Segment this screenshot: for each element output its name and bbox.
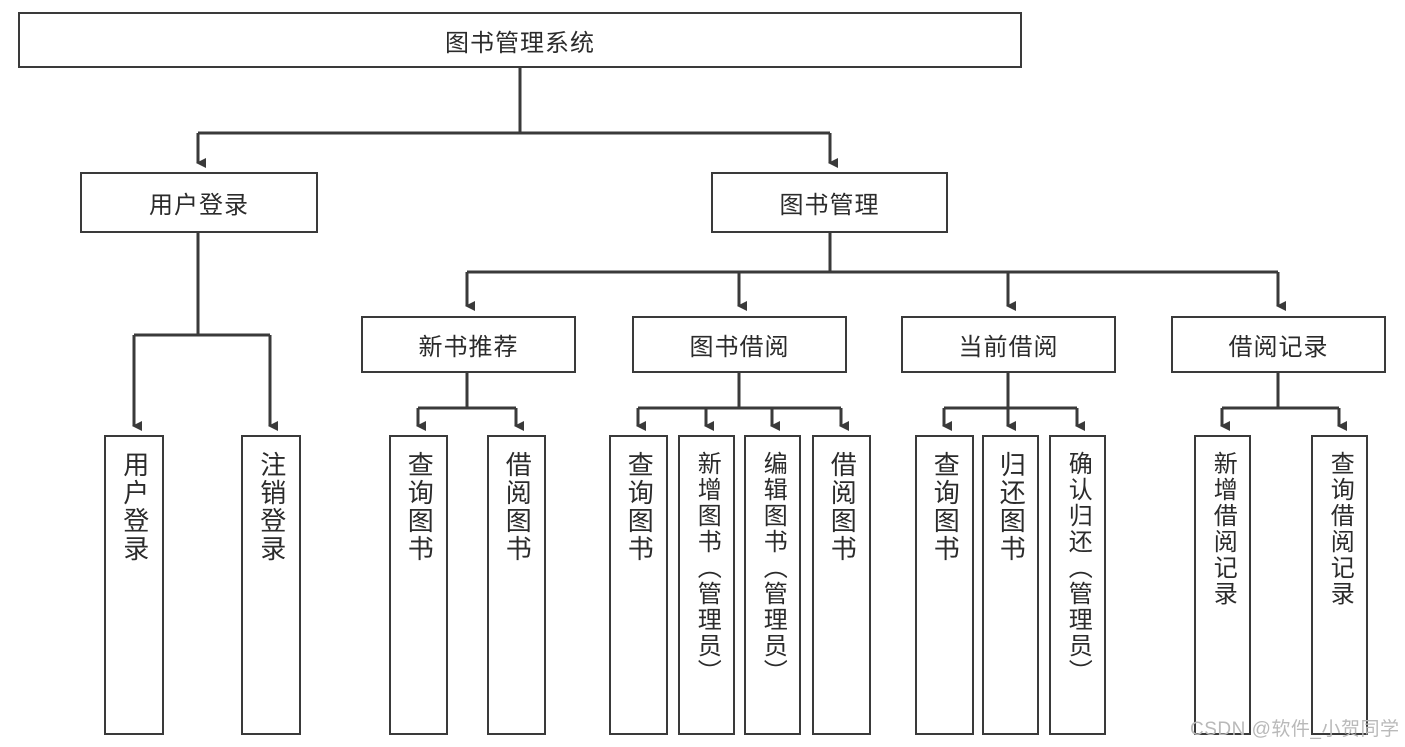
- node-current-borrow-label: 当前借阅: [958, 334, 1059, 361]
- leaf-label: 用户登录: [119, 451, 150, 563]
- leaf-user-login-logout[interactable]: 注销登录: [241, 435, 301, 735]
- leaf-current-query-book[interactable]: 查询图书: [915, 435, 974, 735]
- leaf-borrow-borrow-book[interactable]: 借阅图书: [812, 435, 871, 735]
- node-new-book-recommend[interactable]: 新书推荐: [361, 316, 576, 373]
- leaf-borrow-edit-book[interactable]: 编辑图书（管理员）: [744, 435, 801, 735]
- leaf-label: 查询图书: [624, 451, 655, 563]
- leaf-label: 查询借阅记录: [1326, 451, 1354, 607]
- node-book-borrow[interactable]: 图书借阅: [632, 316, 847, 373]
- leaf-current-confirm-return[interactable]: 确认归还（管理员）: [1049, 435, 1106, 735]
- watermark: CSDN @软件_小贺同学: [1190, 714, 1399, 741]
- leaf-label: 查询图书: [930, 451, 961, 563]
- leaf-record-add[interactable]: 新增借阅记录: [1194, 435, 1251, 735]
- leaf-label: 新增图书（管理员）: [693, 451, 721, 685]
- leaf-borrow-add-book[interactable]: 新增图书（管理员）: [678, 435, 735, 735]
- node-root-label: 图书管理系统: [445, 29, 595, 57]
- leaf-user-login-login[interactable]: 用户登录: [104, 435, 164, 735]
- leaf-new-book-query[interactable]: 查询图书: [389, 435, 448, 735]
- node-book-management-label: 图书管理: [779, 192, 880, 219]
- node-borrow-record[interactable]: 借阅记录: [1171, 316, 1386, 373]
- leaf-label: 归还图书: [996, 451, 1027, 563]
- leaf-borrow-query-book[interactable]: 查询图书: [609, 435, 668, 735]
- leaf-label: 新增借阅记录: [1209, 451, 1237, 607]
- node-root[interactable]: 图书管理系统: [18, 12, 1022, 68]
- leaf-label: 注销登录: [256, 451, 287, 563]
- leaf-label: 借阅图书: [502, 451, 533, 563]
- leaf-label: 借阅图书: [827, 451, 858, 563]
- leaf-record-query[interactable]: 查询借阅记录: [1311, 435, 1368, 735]
- node-current-borrow[interactable]: 当前借阅: [901, 316, 1116, 373]
- leaf-current-return-book[interactable]: 归还图书: [982, 435, 1039, 735]
- node-user-login-label: 用户登录: [149, 192, 249, 219]
- node-user-login[interactable]: 用户登录: [80, 172, 318, 233]
- leaf-new-book-borrow[interactable]: 借阅图书: [487, 435, 546, 735]
- watermark-text: CSDN @软件_小贺同学: [1190, 719, 1400, 740]
- node-book-borrow-label: 图书借阅: [689, 334, 790, 361]
- leaf-label: 查询图书: [404, 451, 435, 563]
- node-new-book-recommend-label: 新书推荐: [418, 334, 519, 361]
- node-borrow-record-label: 借阅记录: [1228, 334, 1329, 361]
- node-book-management[interactable]: 图书管理: [711, 172, 948, 233]
- leaf-label: 编辑图书（管理员）: [759, 451, 787, 685]
- leaf-label: 确认归还（管理员）: [1064, 451, 1092, 685]
